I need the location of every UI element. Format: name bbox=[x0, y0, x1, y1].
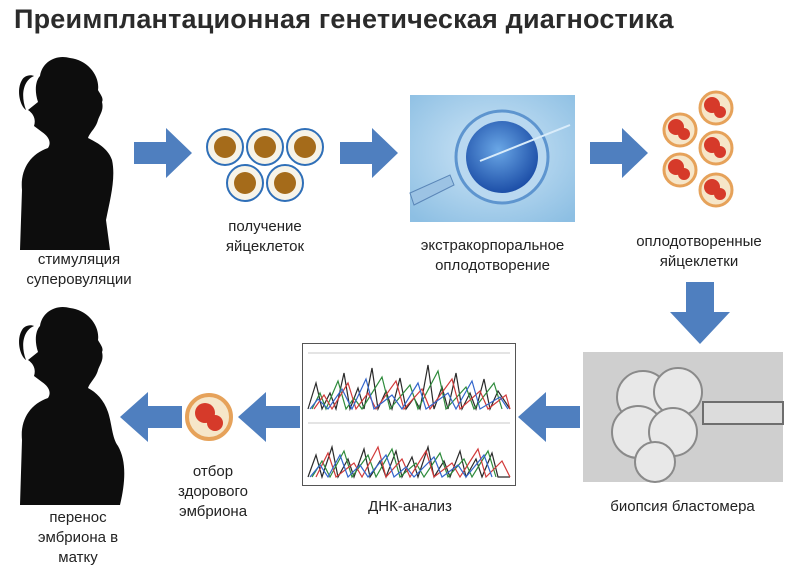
fertilized-eggs-icon bbox=[662, 90, 734, 208]
arrow-down-icon bbox=[670, 282, 730, 344]
arrow-right-icon bbox=[340, 128, 398, 178]
selection-label: отбор здорового эмбриона bbox=[178, 463, 248, 520]
arrow-left-icon bbox=[120, 392, 182, 442]
healthy-embryo-icon bbox=[185, 393, 233, 441]
ivf-label: экстракорпоральное оплодотворение bbox=[420, 237, 565, 274]
arrow-right-icon bbox=[134, 128, 192, 178]
transfer-label: перенос эмбриона в матку bbox=[37, 509, 119, 566]
ivf-micrograph-image bbox=[409, 95, 575, 222]
diagram-title: Преимплантационная генетическая диагност… bbox=[14, 4, 674, 34]
arrow-left-icon bbox=[518, 392, 580, 442]
dna-chromatogram-image bbox=[302, 343, 516, 486]
oocytes-icon bbox=[206, 128, 324, 202]
pregnant-woman-silhouette-icon bbox=[19, 306, 125, 505]
arrow-left-icon bbox=[238, 392, 300, 442]
dna-label: ДНК-анализ bbox=[368, 498, 452, 515]
woman-silhouette-icon bbox=[19, 56, 114, 251]
stimulation-label: стимуляция суперовуляции bbox=[26, 251, 132, 288]
biopsy-label: биопсия бластомера bbox=[610, 498, 755, 515]
fertilized-label: оплодотворенные яйцеклетки bbox=[636, 233, 762, 270]
arrow-right-icon bbox=[590, 128, 648, 178]
retrieval-label: получение яйцеклеток bbox=[225, 218, 305, 255]
biopsy-micrograph-image bbox=[583, 352, 784, 483]
